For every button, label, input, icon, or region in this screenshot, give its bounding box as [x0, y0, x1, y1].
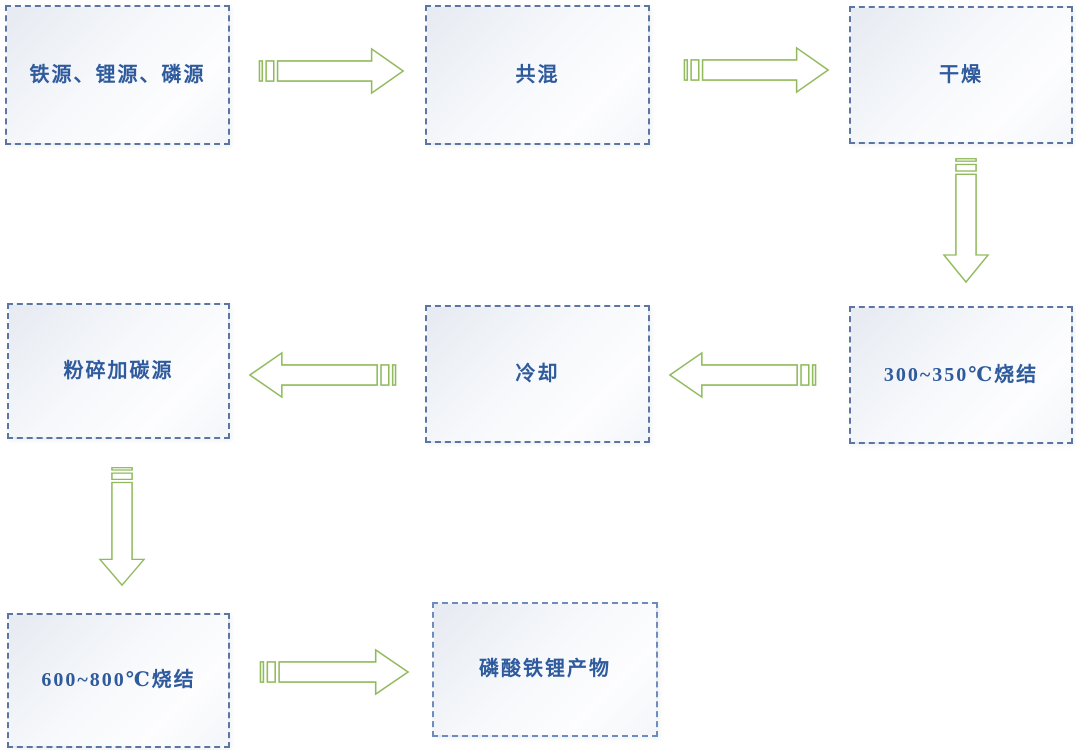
node-sources: 铁源、锂源、磷源: [5, 5, 230, 145]
node-sinter-300-350-label: 300~350℃烧结: [883, 363, 1039, 386]
striped-down-arrow-icon: [98, 467, 146, 588]
node-mixing: 共混: [425, 5, 650, 145]
node-product-label: 磷酸铁锂产物: [479, 658, 611, 680]
arrow-sinter-300-350-to-cooling: [667, 351, 817, 399]
node-crush-carbon-label: 粉碎加碳源: [63, 359, 174, 382]
node-product: 磷酸铁锂产物: [432, 602, 658, 737]
node-drying-label: 干燥: [939, 63, 983, 86]
node-drying: 干燥: [849, 6, 1073, 144]
arrow-cooling-to-crush-carbon: [247, 351, 397, 399]
node-cooling: 冷却: [425, 305, 650, 443]
node-sinter-600-800-label: 600~800℃烧结: [41, 669, 196, 691]
striped-right-arrow-icon: [259, 648, 411, 696]
striped-right-arrow-icon: [258, 47, 406, 95]
node-mixing-label: 共混: [515, 63, 560, 86]
arrow-sources-to-mixing: [258, 47, 406, 95]
striped-down-arrow-icon: [942, 158, 990, 285]
node-sinter-600-800: 600~800℃烧结: [7, 613, 230, 748]
striped-left-arrow-icon: [247, 351, 397, 399]
node-sinter-300-350: 300~350℃烧结: [849, 306, 1073, 444]
arrow-sinter-600-800-to-product: [259, 648, 411, 696]
node-cooling-label: 冷却: [515, 362, 560, 385]
arrow-mixing-to-drying: [683, 46, 831, 94]
striped-left-arrow-icon: [667, 351, 817, 399]
striped-right-arrow-icon: [683, 46, 831, 94]
arrow-drying-to-sinter-300-350: [942, 158, 990, 285]
node-crush-carbon: 粉碎加碳源: [7, 303, 230, 439]
node-sources-label: 铁源、锂源、磷源: [29, 63, 206, 86]
arrow-crush-carbon-to-sinter-600-800: [98, 467, 146, 588]
